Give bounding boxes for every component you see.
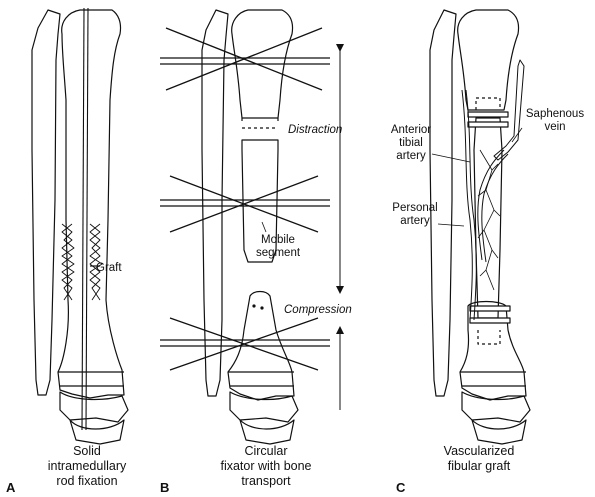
panel-c-letter: C	[396, 480, 406, 495]
anterior-tibial-artery-label: Anterior tibial artery	[386, 124, 436, 163]
panel-c-caption-line-2: fibular graft	[447, 459, 511, 473]
panel-b-caption-line-2: fixator with bone	[220, 459, 312, 473]
compression-label: Compression	[284, 304, 352, 316]
panel-a-caption: Solid intramedullary rod fixation	[32, 444, 142, 489]
panel-a-caption-line-2: intramedullary	[47, 459, 127, 473]
panel-c-drawing	[429, 9, 531, 445]
personal-artery-line-2: artery	[400, 215, 430, 227]
mobile-segment-label: Mobile segment	[254, 234, 302, 260]
fibula-c	[429, 9, 457, 397]
saphenous-vein-line-1: Saphenous	[525, 108, 585, 120]
mobile-segment-label-line-2: segment	[255, 247, 301, 259]
panel-c-caption: Vascularized fibular graft	[416, 444, 542, 474]
saphenous-vein-label: Saphenous vein	[522, 108, 588, 134]
panel-a-caption-line-3: rod fixation	[56, 474, 118, 488]
distraction-label: Distraction	[288, 124, 343, 136]
panel-c-caption-line-1: Vascularized	[443, 444, 515, 458]
panel-b-caption-line-3: transport	[241, 474, 291, 488]
fibula-b	[201, 9, 229, 397]
fibula-a	[31, 9, 61, 396]
panel-a-caption-line-1: Solid	[73, 444, 101, 458]
tibia-a	[57, 9, 125, 399]
anterior-tibial-artery-line-2: tibial	[399, 137, 423, 149]
mobile-segment-label-line-1: Mobile	[261, 234, 295, 246]
saphenous-vein-line-2: vein	[544, 121, 566, 133]
mobile-segment-bone	[241, 139, 279, 263]
anterior-tibial-artery-line-3: artery	[396, 150, 426, 162]
panel-b-drawing	[160, 9, 344, 445]
personal-artery-label: Personal artery	[390, 202, 440, 228]
panel-b-letter: B	[160, 480, 170, 495]
personal-artery-line-1: Personal	[392, 202, 438, 214]
anterior-tibial-artery-line-1: Anterior	[390, 124, 432, 136]
panel-b-caption: Circular fixator with bone transport	[196, 444, 336, 489]
graft-mesh	[61, 223, 103, 301]
panel-a-letter: A	[6, 480, 16, 495]
panel-a-drawing	[31, 7, 129, 445]
panel-b-caption-line-1: Circular	[244, 444, 288, 458]
graft-label: Graft	[96, 262, 122, 274]
